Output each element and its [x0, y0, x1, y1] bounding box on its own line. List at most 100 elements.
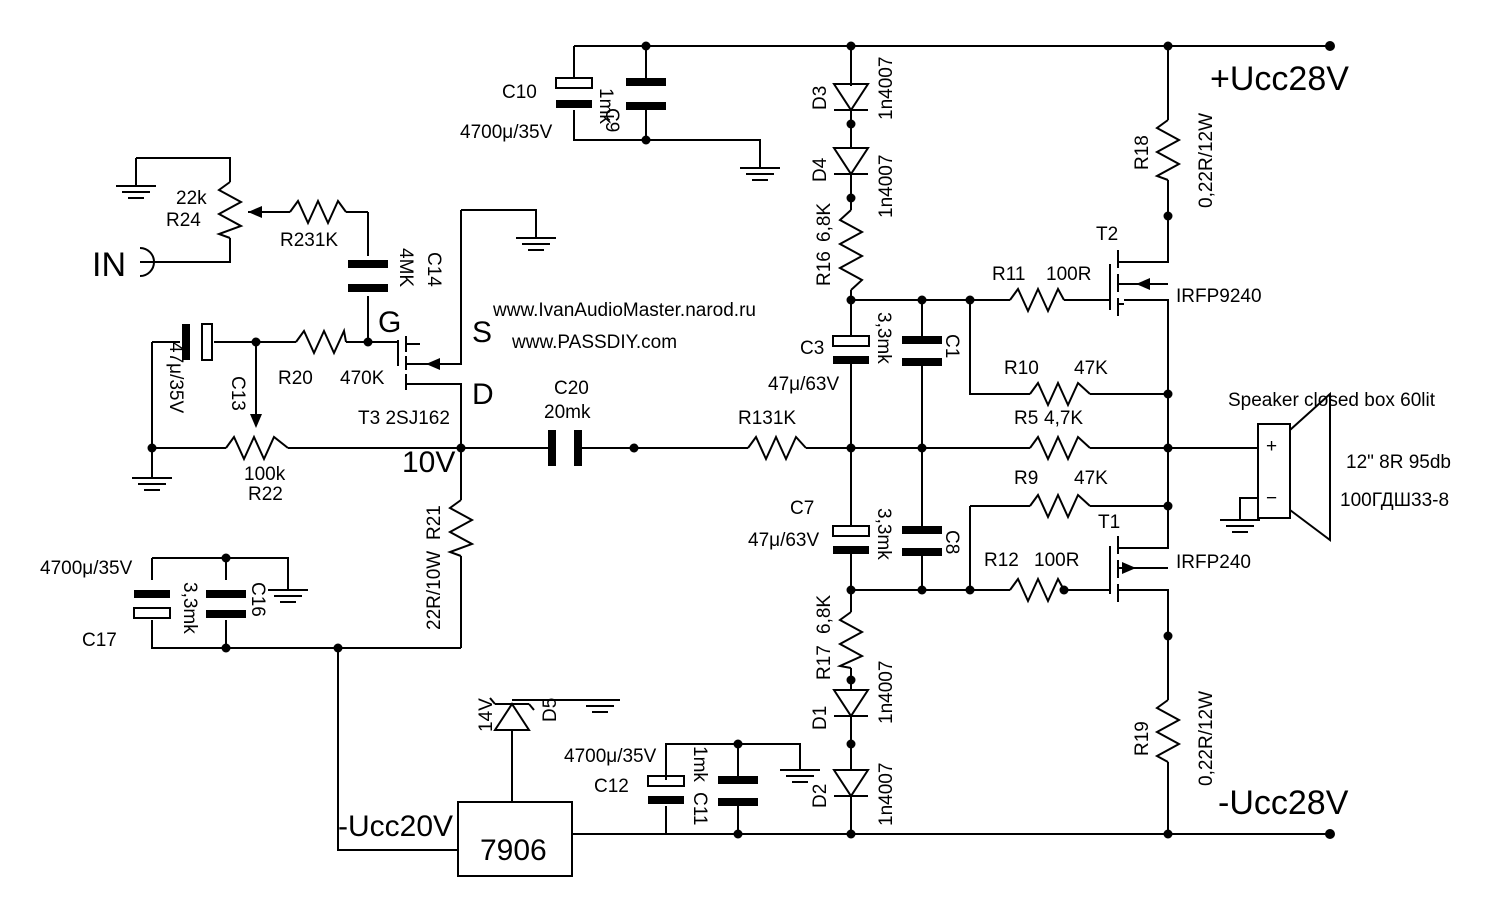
- speaker-plus: +: [1266, 436, 1277, 457]
- t1-ref: T1: [1098, 512, 1120, 533]
- speaker-spec-2: 100ГДШ33-8: [1340, 490, 1449, 511]
- r21-ref: R21: [424, 505, 445, 540]
- c17-val: 4700μ/35V: [40, 558, 133, 579]
- r13-body: [747, 434, 807, 462]
- d4-val: 1n4007: [876, 155, 897, 218]
- aux-rail-label: -Ucc20V: [338, 810, 453, 843]
- c10-val: 4700μ/35V: [460, 122, 553, 143]
- c3-ref: C3: [800, 338, 824, 359]
- c16-val: 3,3mk: [179, 582, 200, 634]
- r11-body: [1009, 286, 1065, 314]
- d2-val: 1n4007: [876, 763, 897, 826]
- junction-dots: [147, 41, 1335, 839]
- t3-ref: T3 2SJ162: [358, 408, 450, 429]
- ground-c11: [780, 769, 820, 783]
- r10-ref: R10: [1004, 358, 1039, 379]
- c9-val: 1mk: [595, 88, 616, 124]
- r5-val: 4,7K: [1044, 408, 1083, 429]
- t3-gate-label: G: [378, 306, 401, 339]
- c11-ref: C11: [689, 792, 710, 825]
- c12-ref: C12: [594, 776, 629, 797]
- r11-ref: R11: [992, 264, 1025, 285]
- regulator-box: [457, 801, 573, 877]
- t2-symbol: [1109, 250, 1168, 316]
- c10-ref: C10: [502, 82, 537, 103]
- r11-val: 100R: [1046, 264, 1091, 285]
- r24-ref: R24: [166, 210, 201, 231]
- t1-val: IRFP240: [1176, 552, 1251, 573]
- d5-val: 14V: [476, 698, 497, 732]
- r20-ref: R20: [278, 368, 313, 389]
- ground-d5: [580, 699, 620, 713]
- d1-symbol: [832, 689, 870, 718]
- t3-source-label: S: [472, 316, 492, 349]
- ground-c16: [268, 589, 308, 603]
- d2-ref: D2: [810, 784, 831, 808]
- r16-body: [837, 209, 865, 291]
- input-connector: [139, 247, 155, 277]
- r9-body: [1029, 492, 1091, 520]
- website-label-2: www.PASSDIY.com: [511, 332, 677, 353]
- ground-speaker: [1220, 519, 1260, 533]
- ground-r24: [116, 185, 156, 199]
- r21-val: 22R/10W: [424, 551, 445, 630]
- t1-symbol: [1109, 536, 1168, 602]
- c7-val: 47μ/63V: [748, 530, 819, 551]
- r16-ref: R16: [814, 251, 835, 286]
- r9-ref: R9: [1014, 468, 1038, 489]
- r18-body: [1154, 119, 1182, 181]
- c16-ref: C16: [247, 582, 268, 617]
- t3-symbol: [397, 336, 461, 390]
- r24-val: 22k: [176, 188, 207, 209]
- ground-c13: [132, 477, 172, 491]
- r17-val: 6,8K: [814, 595, 835, 634]
- r22-ref: R22: [248, 484, 283, 505]
- c8-val: 3,3mk: [873, 508, 894, 560]
- speaker-symbol: [1257, 391, 1331, 542]
- speaker-spec-1: 12" 8R 95db: [1346, 452, 1451, 473]
- r16-val: 6,8K: [814, 203, 835, 242]
- r21-body: [447, 499, 475, 557]
- d5-ref: D5: [540, 698, 561, 722]
- transistors: [397, 250, 1168, 602]
- r24-body: [216, 181, 244, 239]
- speaker-minus: −: [1266, 488, 1277, 509]
- t2-ref: T2: [1096, 224, 1118, 245]
- d3-val: 1n4007: [876, 57, 897, 120]
- wires: [135, 45, 1330, 851]
- resistors: [216, 119, 1182, 763]
- c14-ref: C14: [423, 252, 444, 287]
- r23-ref: R231K: [280, 230, 338, 251]
- regulator-label: 7906: [480, 834, 547, 867]
- t3-drain-label: D: [472, 378, 494, 411]
- r20-body: [295, 327, 347, 356]
- d4-ref: D4: [810, 157, 831, 182]
- r22-val: 100k: [244, 464, 286, 485]
- c7-ref: C7: [790, 498, 814, 519]
- r18-val: 0,22R/12W: [1196, 113, 1217, 208]
- d3-ref: D3: [810, 86, 831, 110]
- node-10v-label: 10V: [402, 446, 455, 479]
- r17-body: [836, 611, 865, 669]
- c11-val: 1mk: [689, 746, 710, 782]
- c12-val: 4700μ/35V: [564, 746, 657, 767]
- c1-val: 3,3mk: [873, 312, 894, 364]
- r12-ref: R12: [984, 550, 1019, 571]
- r12-body: [1009, 576, 1065, 604]
- r19-body: [1154, 699, 1182, 763]
- ground-symbols: [116, 167, 1260, 783]
- r17-ref: R17: [814, 645, 835, 680]
- c9-ref: C9: [601, 108, 622, 132]
- c1-ref: C1: [941, 334, 962, 358]
- r22-body: [225, 434, 289, 462]
- r10-val: 47K: [1074, 358, 1108, 379]
- r18-ref: R18: [1132, 135, 1153, 170]
- diodes: [489, 83, 870, 798]
- d5-symbol: [489, 697, 535, 731]
- c20-ref: C20: [554, 378, 589, 399]
- t2-val: IRFP9240: [1176, 286, 1262, 307]
- r19-val: 0,22R/12W: [1196, 691, 1217, 786]
- r5-body: [1029, 434, 1091, 462]
- c17-ref: C17: [82, 630, 117, 651]
- d1-val: 1n4007: [876, 661, 897, 724]
